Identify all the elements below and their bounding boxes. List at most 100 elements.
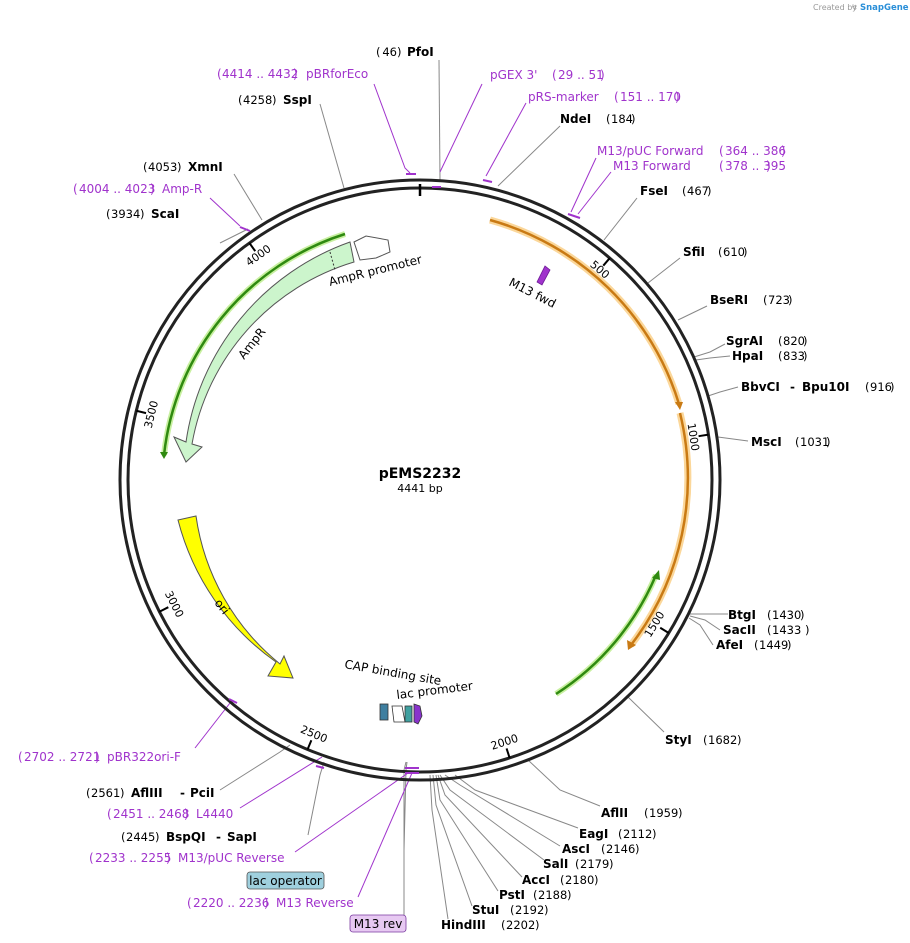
primer-name[interactable]: pRS-marker bbox=[528, 90, 599, 104]
primer-marks bbox=[228, 173, 581, 774]
svg-text:): ) bbox=[567, 888, 572, 902]
tick-label: 2000 bbox=[489, 732, 520, 753]
svg-text:): ) bbox=[675, 90, 680, 104]
site-name[interactable]: FseI bbox=[640, 184, 668, 198]
svg-text:): ) bbox=[544, 903, 549, 917]
tick-mark bbox=[248, 242, 257, 252]
m13-rev-feature[interactable] bbox=[413, 703, 423, 725]
svg-text:(: ( bbox=[143, 160, 148, 174]
site-name[interactable]: SfiI bbox=[683, 245, 705, 259]
site-name[interactable]: PstI bbox=[499, 888, 525, 902]
site-name[interactable]: StyI bbox=[665, 733, 692, 747]
primer-name[interactable]: L4440 bbox=[196, 807, 233, 821]
site-name[interactable]: XmnI bbox=[188, 160, 223, 174]
primer-name[interactable]: M13 Forward bbox=[613, 159, 691, 173]
primer-name[interactable]: Amp-R bbox=[162, 182, 202, 196]
svg-text:(: ( bbox=[510, 903, 515, 917]
ampr-feature[interactable] bbox=[172, 241, 355, 463]
site-name[interactable]: AflII bbox=[601, 806, 628, 820]
svg-text:-: - bbox=[216, 830, 221, 844]
primer-name[interactable]: pBRforEco bbox=[306, 67, 368, 81]
site-name[interactable]: AfeI bbox=[716, 638, 743, 652]
site-name[interactable]: SalI bbox=[543, 857, 568, 871]
cap-binding-site-feature[interactable] bbox=[379, 703, 389, 721]
site-name[interactable]: AflIII bbox=[131, 786, 163, 800]
svg-text:(: ( bbox=[533, 888, 538, 902]
site-name[interactable]: StuI bbox=[472, 903, 499, 917]
site-name[interactable]: BspQI bbox=[166, 830, 206, 844]
svg-text:(: ( bbox=[719, 159, 724, 173]
site-name-2[interactable]: PciI bbox=[190, 786, 215, 800]
svg-text:): ) bbox=[535, 918, 540, 932]
primer-name[interactable]: M13/pUC Forward bbox=[597, 144, 704, 158]
site-name[interactable]: EagI bbox=[579, 827, 608, 841]
site-pos: 2180 bbox=[565, 873, 594, 887]
svg-text:): ) bbox=[803, 334, 808, 348]
site-name-2[interactable]: Bpu10I bbox=[802, 380, 849, 394]
primer-name[interactable]: pBR322ori-F bbox=[107, 750, 181, 764]
restriction-site-labels: 46 () PfoI NdeI ( 184 ) FseI ( 467 ) Sfi… bbox=[86, 45, 895, 932]
svg-text:-: - bbox=[790, 380, 795, 394]
site-name[interactable]: BseRI bbox=[710, 293, 748, 307]
svg-text:(: ( bbox=[795, 435, 800, 449]
tick-label: 4000 bbox=[243, 242, 273, 269]
primer-name[interactable]: pGEX 3' bbox=[490, 68, 537, 82]
site-name[interactable]: SgrAI bbox=[726, 334, 763, 348]
svg-text:): ) bbox=[805, 623, 810, 637]
svg-text:(: ( bbox=[89, 851, 94, 865]
svg-text:(: ( bbox=[73, 182, 78, 196]
svg-text:): ) bbox=[150, 182, 155, 196]
svg-text:(: ( bbox=[501, 918, 506, 932]
svg-text:(: ( bbox=[719, 144, 724, 158]
primer-name[interactable]: M13 Reverse bbox=[276, 896, 354, 910]
ori-feature[interactable] bbox=[177, 515, 294, 679]
m13-rev-box-label: M13 rev bbox=[354, 917, 403, 931]
site-name[interactable]: ScaI bbox=[151, 207, 179, 221]
primer-labels: ( 4414 .. 4432 ) pBRforEco pGEX 3' ( 29 … bbox=[18, 67, 786, 910]
site-name[interactable]: AccI bbox=[522, 873, 550, 887]
svg-text:(: ( bbox=[644, 806, 649, 820]
primer-name[interactable]: M13/pUC Reverse bbox=[178, 851, 285, 865]
ampr-promoter-feature[interactable] bbox=[353, 235, 391, 261]
site-name[interactable]: PfoI bbox=[407, 45, 434, 59]
svg-text:(: ( bbox=[606, 112, 611, 126]
svg-text:): ) bbox=[293, 67, 298, 81]
primer-range: 2233 .. 2255 bbox=[95, 851, 171, 865]
svg-text:): ) bbox=[707, 184, 712, 198]
site-name[interactable]: BtgI bbox=[728, 608, 756, 622]
svg-text:): ) bbox=[166, 851, 171, 865]
svg-text:): ) bbox=[600, 68, 605, 82]
site-name[interactable]: AscI bbox=[562, 842, 590, 856]
svg-text:): ) bbox=[594, 873, 599, 887]
site-name[interactable]: HpaI bbox=[732, 349, 763, 363]
tick-label: 3000 bbox=[162, 589, 186, 620]
svg-text:): ) bbox=[264, 896, 269, 910]
svg-text:(: ( bbox=[106, 207, 111, 221]
plasmid-length: 4441 bp bbox=[397, 482, 442, 495]
lac-promoter-feature[interactable] bbox=[391, 705, 406, 723]
lac-operator-feature[interactable] bbox=[404, 705, 413, 723]
site-name-2[interactable]: SapI bbox=[227, 830, 257, 844]
svg-text:(: ( bbox=[778, 349, 783, 363]
lac-operator-box[interactable] bbox=[246, 871, 325, 890]
tick-mark bbox=[602, 257, 611, 267]
svg-text:): ) bbox=[609, 857, 614, 871]
site-name[interactable]: MscI bbox=[751, 435, 782, 449]
site-pos: 2188 bbox=[538, 888, 567, 902]
m13-rev-box[interactable] bbox=[349, 914, 407, 933]
site-name[interactable]: SspI bbox=[283, 93, 312, 107]
svg-text:): ) bbox=[184, 807, 189, 821]
site-pos: 2445 bbox=[126, 830, 155, 844]
primer-range: 4004 .. 4023 bbox=[79, 182, 155, 196]
svg-text:(: ( bbox=[575, 857, 580, 871]
site-name[interactable]: HindIII bbox=[441, 918, 486, 932]
svg-text:(: ( bbox=[376, 45, 381, 59]
site-name[interactable]: NdeI bbox=[560, 112, 591, 126]
m13-fwd-feature[interactable] bbox=[536, 265, 551, 286]
site-pos: 2146 bbox=[606, 842, 635, 856]
svg-text:): ) bbox=[743, 245, 748, 259]
site-pos: 820 bbox=[783, 334, 805, 348]
primer-range: 2220 .. 2236 bbox=[193, 896, 269, 910]
site-name[interactable]: SacII bbox=[723, 623, 756, 637]
site-name[interactable]: BbvCI bbox=[741, 380, 780, 394]
